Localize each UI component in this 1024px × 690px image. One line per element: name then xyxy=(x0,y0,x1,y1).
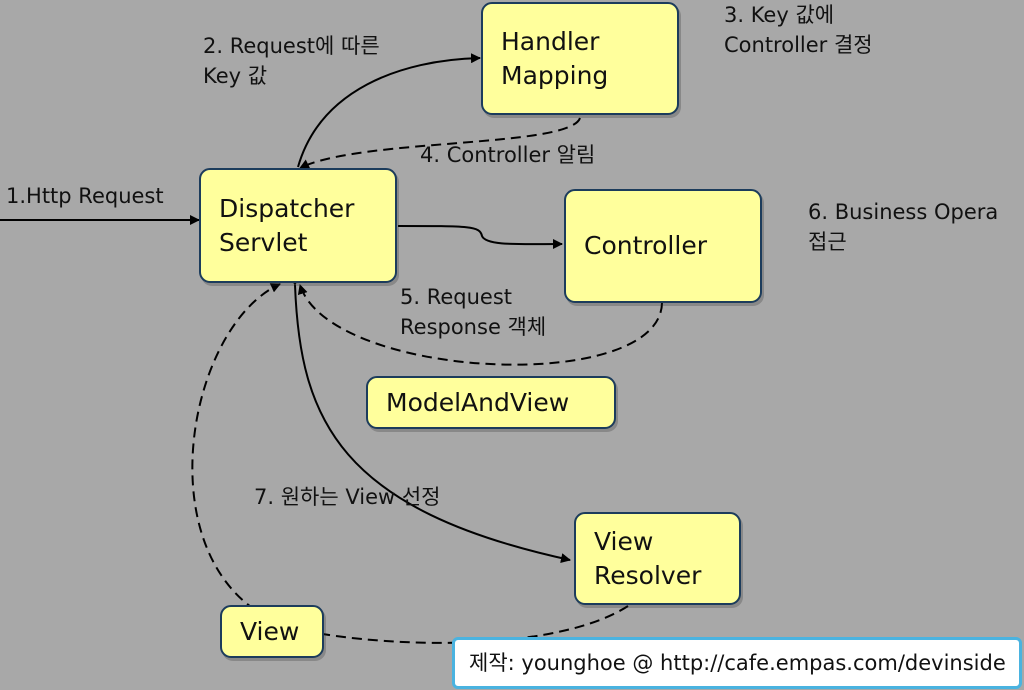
step-2-label: 2. Request에 따른 Key 값 xyxy=(203,34,380,88)
step-4-label: 4. Controller 알림 xyxy=(420,143,596,167)
step-3-label: 3. Key 값에 Controller 결정 xyxy=(724,3,873,57)
arrow-controller-notify xyxy=(299,117,581,169)
view-resolver-node: View Resolver xyxy=(574,512,741,605)
dispatcher-servlet-label-2: Servlet xyxy=(219,227,308,257)
model-and-view-label: ModelAndView xyxy=(386,387,570,417)
dispatcher-servlet-label-1: Dispatcher xyxy=(219,193,355,223)
view-node: View xyxy=(220,605,324,658)
controller-node: Controller xyxy=(564,189,762,303)
step-5-label: 5. Request Response 객체 xyxy=(400,285,547,339)
dispatcher-servlet-node: Dispatcher Servlet xyxy=(199,168,397,283)
handler-mapping-label-1: Handler xyxy=(501,26,600,56)
model-and-view-node: ModelAndView xyxy=(366,376,616,429)
step-6-label: 6. Business Opera 접근 xyxy=(808,200,999,254)
arrow-view-resolver xyxy=(289,275,571,563)
step-1-label: 1.Http Request xyxy=(6,184,164,208)
controller-label: Controller xyxy=(584,231,707,260)
arrow-request-key xyxy=(297,53,481,168)
view-resolver-label-1: View xyxy=(594,526,654,556)
view-resolver-label-2: Resolver xyxy=(594,560,702,590)
view-label: View xyxy=(240,616,300,646)
arrow-request-response xyxy=(397,225,563,250)
handler-mapping-node: Handler Mapping xyxy=(481,2,679,115)
step-7-label: 7. 원하는 View 선정 xyxy=(254,485,441,509)
handler-mapping-label-2: Mapping xyxy=(501,60,609,90)
credit-box: 제작: younghoe @ http://cafe.empas.com/dev… xyxy=(452,637,1022,689)
